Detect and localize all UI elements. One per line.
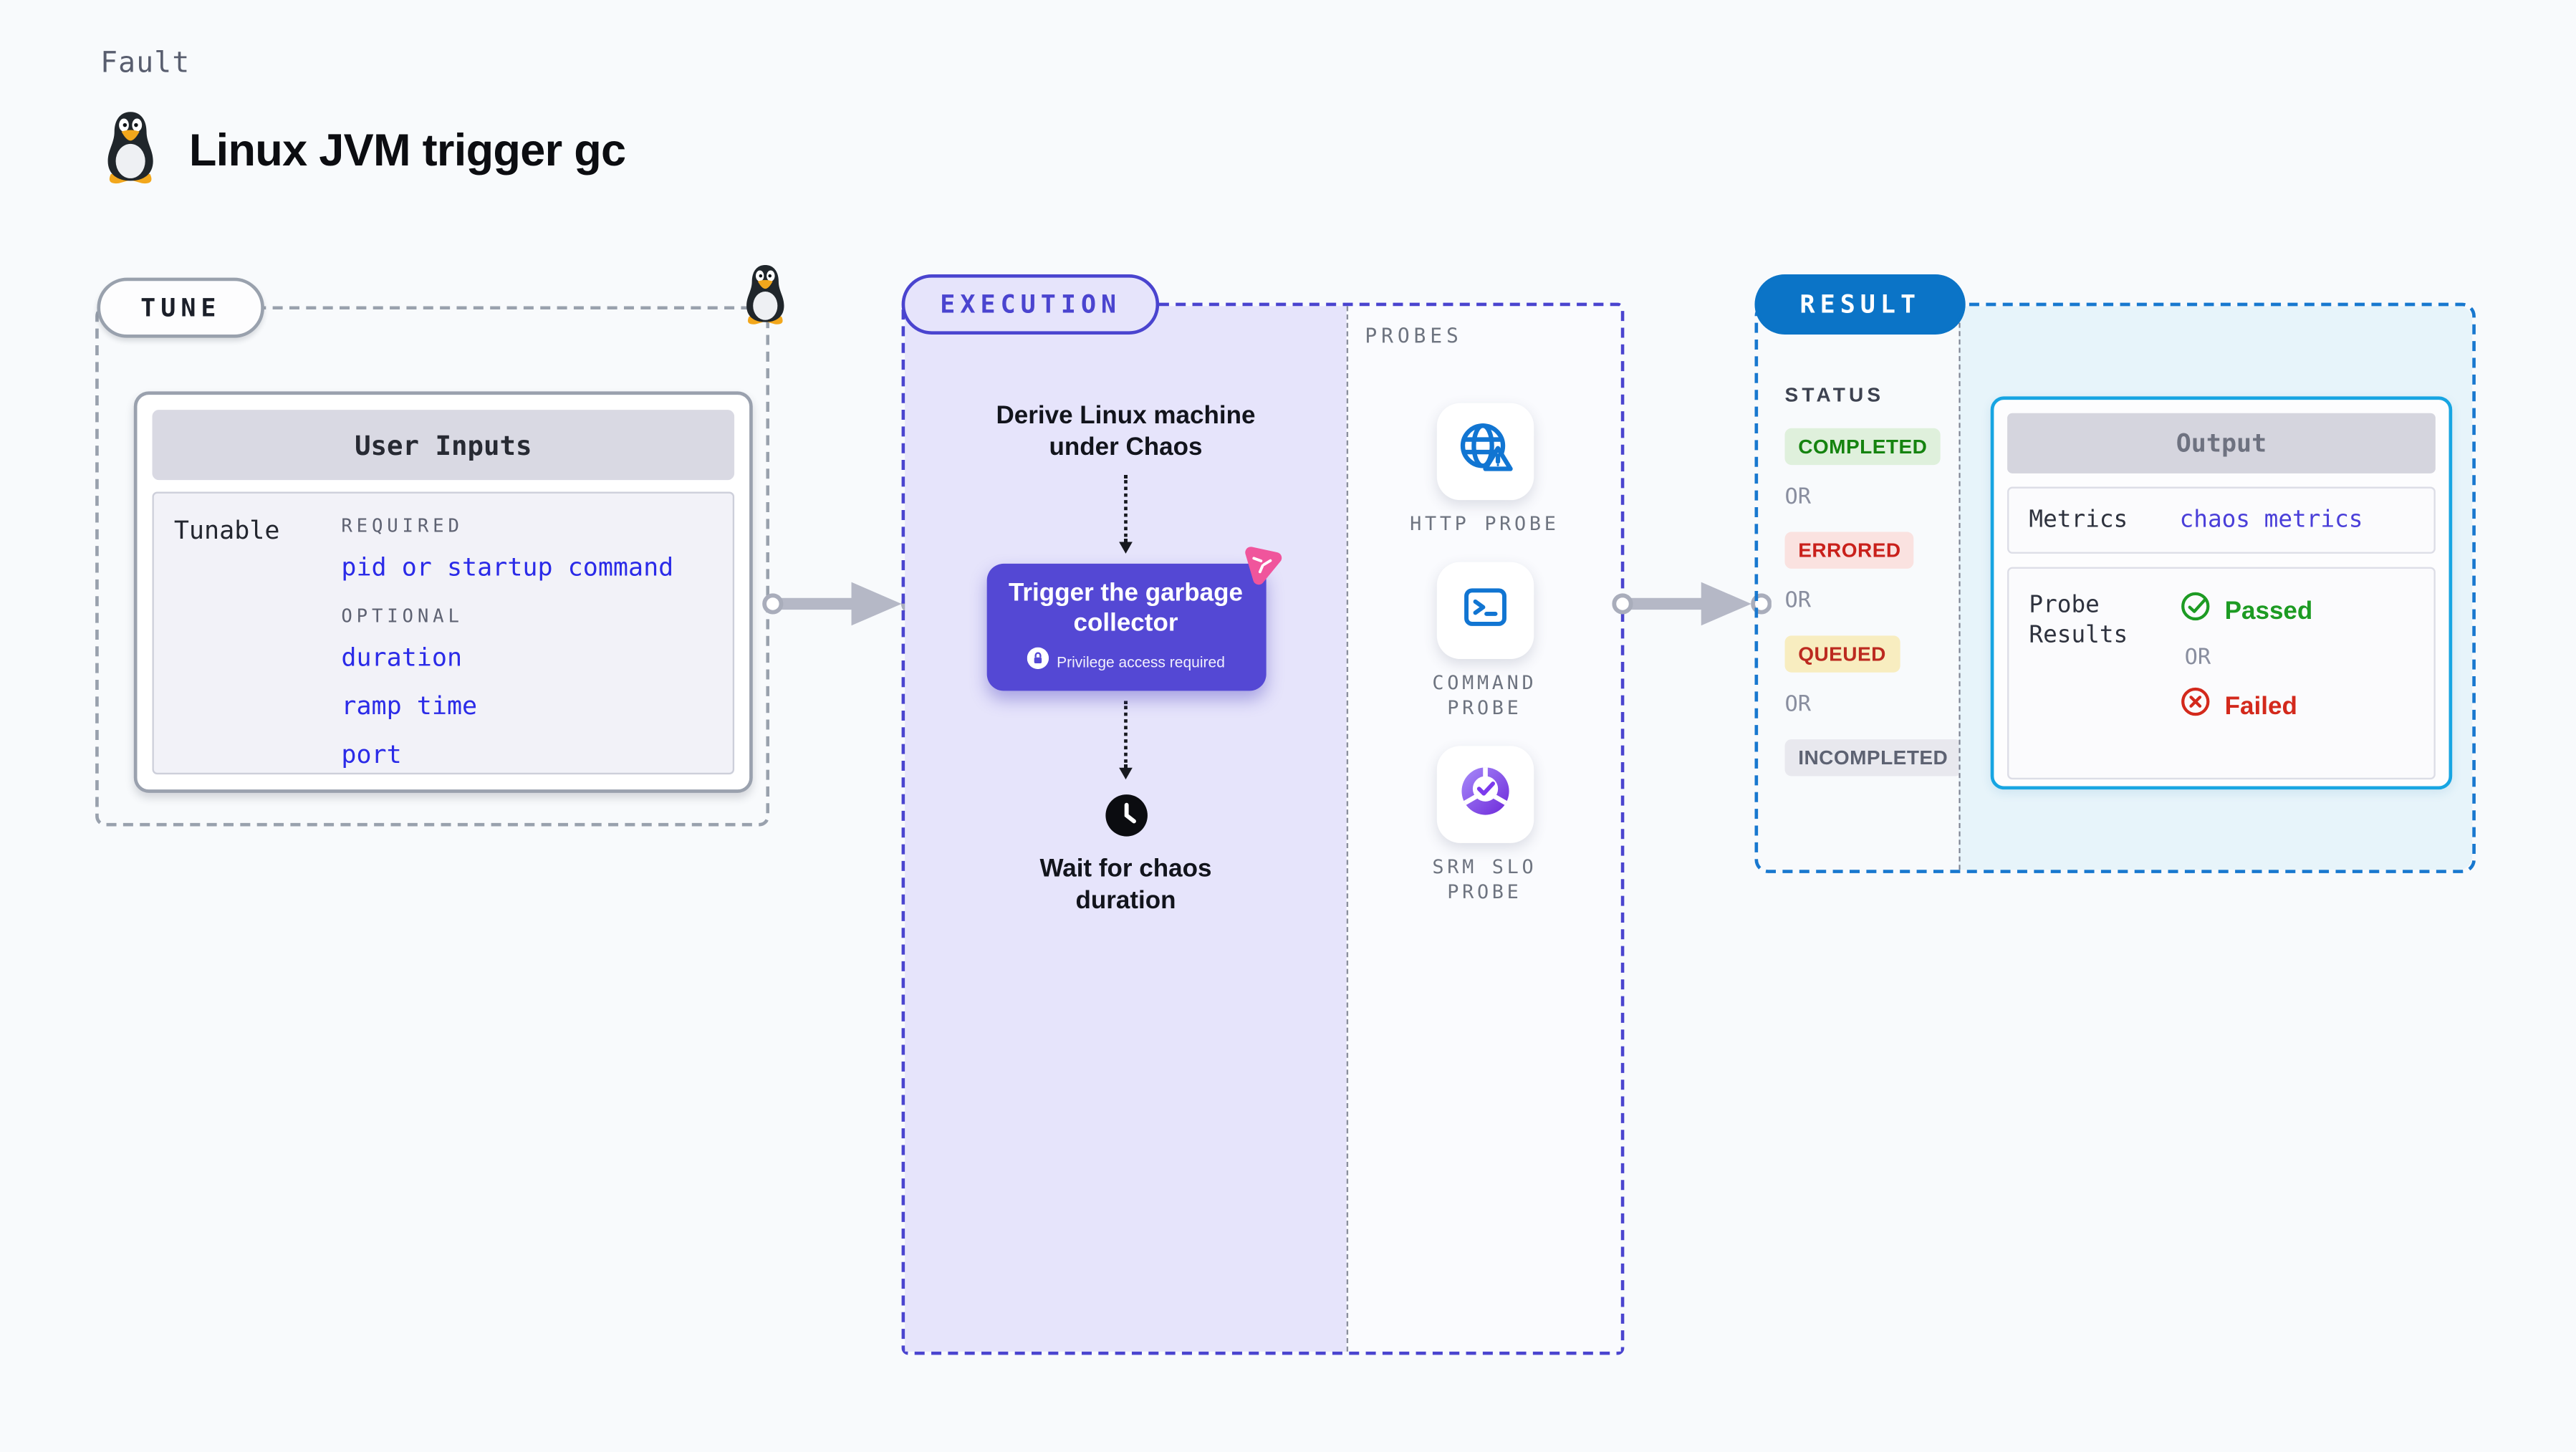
page-title: Linux JVM trigger gc <box>188 124 626 176</box>
tux-penguin-icon <box>738 261 793 335</box>
chaos-metrics-link[interactable]: chaos metrics <box>2179 506 2363 534</box>
tux-penguin-icon <box>97 107 163 193</box>
clock-icon <box>1103 794 1148 847</box>
passed-outcome: Passed <box>2180 590 2434 630</box>
result-badge: RESULT <box>1754 274 1966 335</box>
derive-step-text: Derive Linux machine under Chaos <box>996 401 1256 462</box>
user-inputs-card: User Inputs Tunable REQUIRED pid or star… <box>133 391 753 793</box>
srm-slo-probe-card[interactable] <box>1436 746 1534 844</box>
failed-label: Failed <box>2224 691 2297 721</box>
status-badge-completed: COMPLETED <box>1784 428 1941 466</box>
probe-label: SRM SLO PROBE <box>1432 855 1537 903</box>
probes-panel: PROBES HTTP PROBE <box>1346 306 1621 1352</box>
execution-section: EXECUTION Derive Linux machine under Cha… <box>901 274 1625 1355</box>
lock-icon <box>1027 648 1049 678</box>
http-probe-card[interactable] <box>1436 403 1534 501</box>
trigger-gc-button[interactable]: Trigger the garbage collector Privilege … <box>986 546 1282 692</box>
or-label: OR <box>1784 588 1812 614</box>
required-heading: REQUIRED <box>341 515 463 537</box>
metrics-label: Metrics <box>2029 506 2128 534</box>
globe-alert-icon <box>1454 418 1514 486</box>
connector-arrow-tune-to-execution <box>762 582 922 626</box>
execution-badge: EXECUTION <box>901 274 1160 335</box>
output-title: Output <box>2007 413 2436 473</box>
status-badge-queued: QUEUED <box>1784 635 1900 673</box>
status-badge-errored: ERRORED <box>1784 532 1915 569</box>
privilege-note: Privilege access required <box>1057 654 1225 672</box>
wait-step-text: Wait for chaos duration <box>1039 855 1212 915</box>
probes-panel-label: PROBES <box>1365 324 1463 348</box>
input-link-duration[interactable]: duration <box>341 642 463 673</box>
check-circle-icon <box>2180 590 2211 630</box>
execution-flow: Derive Linux machine under Chaos Tri <box>905 306 1347 1352</box>
probe-item-http: HTTP PROBE <box>1410 403 1559 536</box>
or-label: OR <box>1784 692 1812 718</box>
probe-results-label: Probe Results <box>2029 592 2128 650</box>
probe-item-command: COMMAND PROBE <box>1401 562 1569 719</box>
status-heading: STATUS <box>1784 383 1885 407</box>
status-column: STATUS COMPLETED OR ERRORED OR QUEUED OR… <box>1758 306 1961 870</box>
tune-section: TUNE User Inputs Tunable REQUIRED pid o <box>95 264 784 827</box>
probe-label: HTTP PROBE <box>1410 511 1559 536</box>
optional-heading: OPTIONAL <box>341 605 463 628</box>
or-label: OR <box>2184 645 2211 671</box>
tunable-row-label: Tunable <box>173 515 280 546</box>
input-link-port[interactable]: port <box>341 739 402 770</box>
command-probe-card[interactable] <box>1436 562 1534 660</box>
metrics-row: Metrics chaos metrics <box>2007 486 2436 554</box>
slo-gauge-icon <box>1456 762 1513 827</box>
trigger-step-text: Trigger the garbage collector <box>1008 578 1243 638</box>
probe-item-srm-slo: SRM SLO PROBE <box>1401 746 1569 903</box>
user-inputs-title: User Inputs <box>152 410 735 481</box>
tune-badge: TUNE <box>97 277 265 338</box>
passed-label: Passed <box>2224 596 2313 625</box>
output-area: Output Metrics chaos metrics Probe Resul… <box>1959 306 2473 870</box>
probe-results-row: Probe Results Passed OR <box>2007 567 2436 780</box>
x-circle-icon <box>2180 686 2211 726</box>
fault-kicker: Fault <box>100 47 191 81</box>
input-link-ramp-time[interactable]: ramp time <box>341 691 478 721</box>
output-card: Output Metrics chaos metrics Probe Resul… <box>1990 396 2453 790</box>
flow-arrow-down <box>1119 474 1133 554</box>
user-inputs-table: Tunable REQUIRED pid or startup command … <box>152 491 735 775</box>
connector-arrow-execution-to-result <box>1612 582 1772 626</box>
status-badge-incompleted: INCOMPLETED <box>1784 739 1961 777</box>
title-row: Linux JVM trigger gc <box>97 107 626 193</box>
input-link-pid[interactable]: pid or startup command <box>341 552 674 582</box>
failed-outcome: Failed <box>2180 686 2434 726</box>
chaos-logo-icon <box>1237 539 1289 598</box>
flow-arrow-down <box>1119 701 1133 781</box>
or-label: OR <box>1784 485 1812 511</box>
result-section: RESULT STATUS COMPLETED OR ERRORED OR QU… <box>1754 274 2476 873</box>
probe-label: COMMAND PROBE <box>1432 671 1537 719</box>
terminal-icon <box>1458 580 1512 642</box>
